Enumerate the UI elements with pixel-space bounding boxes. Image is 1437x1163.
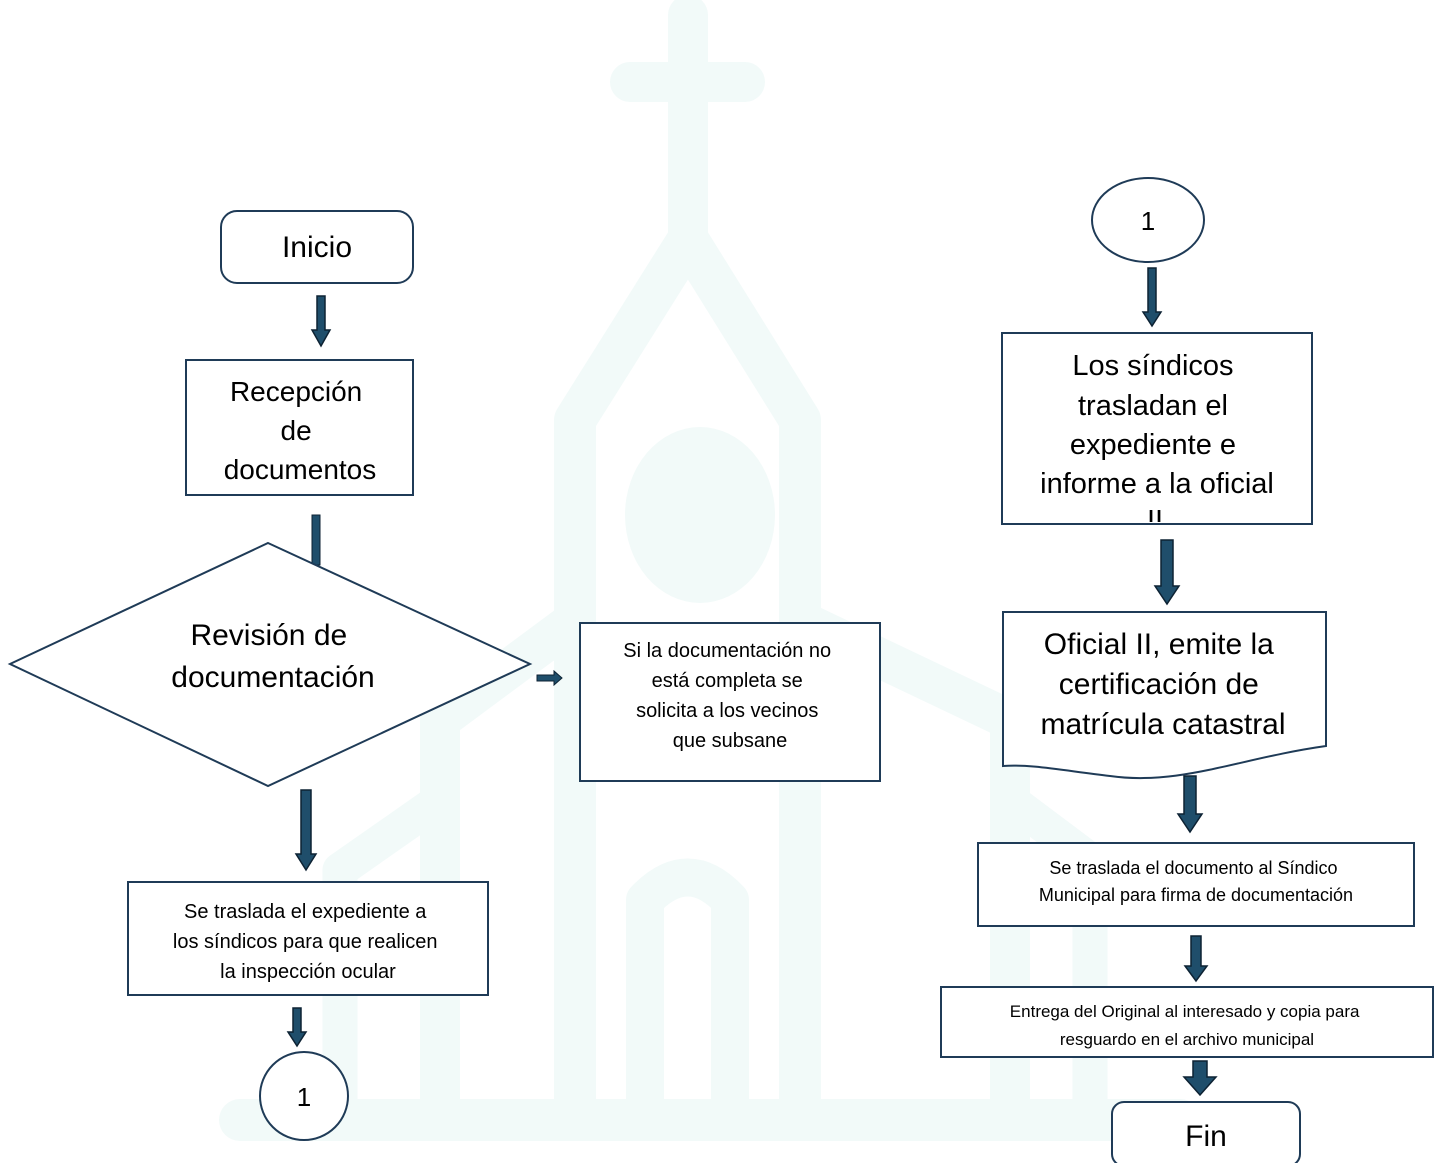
- signature-process-box: Se traslada el documento al Síndico Muni…: [977, 842, 1415, 927]
- transfer-to-syndics-box: Se traslada el expediente a los síndicos…: [127, 881, 489, 996]
- review-line: Revisión de: [190, 619, 347, 652]
- incomplete-note-line: está completa se: [652, 670, 803, 692]
- review-decision-diamond: Revisión de documentación: [7, 541, 533, 788]
- signature-line: Municipal para firma de documentación: [1039, 885, 1353, 905]
- connector-line: [311, 514, 321, 566]
- svg-text:Entrega del Original al intere: Entrega del Original al interesado y cop…: [1010, 1002, 1364, 1049]
- svg-text:Revisión de documentació: Revisión de documentación: [171, 619, 374, 694]
- arrow-down-icon: [1141, 267, 1163, 328]
- arrow-down-icon: [310, 295, 332, 348]
- arrow-right-icon: [536, 669, 563, 687]
- transfer-line: Se traslada el expediente a: [184, 901, 427, 923]
- end-label: Fin: [1185, 1120, 1227, 1153]
- incomplete-note-line: que subsane: [673, 730, 788, 752]
- incomplete-note-line: solicita a los vecinos: [636, 700, 818, 722]
- syndics-report-box: Los síndicos trasladan el expediente e i…: [1001, 332, 1313, 537]
- delivery-process-box: Entrega del Original al interesado y cop…: [940, 986, 1434, 1058]
- syndics-report-line: Los síndicos: [1072, 350, 1233, 382]
- start-terminator: Inicio: [220, 210, 414, 284]
- review-line: documentación: [171, 661, 374, 694]
- syndics-report-line: informe a la oficial: [1040, 468, 1274, 500]
- transfer-line: la inspección ocular: [220, 961, 396, 983]
- svg-text:Se traslada el documento al Sí: Se traslada el documento al Síndico Muni…: [1039, 858, 1353, 905]
- arrow-down-icon: [1153, 539, 1181, 606]
- reception-line: documentos: [224, 454, 377, 485]
- reception-line: Recepción: [230, 376, 362, 407]
- certification-line: matrícula catastral: [1040, 708, 1285, 741]
- off-page-connector-out: 1: [259, 1051, 349, 1141]
- arrow-down-icon: [1183, 935, 1209, 983]
- arrow-down-icon: [286, 1007, 308, 1048]
- signature-line: Se traslada el documento al Síndico: [1049, 858, 1337, 878]
- svg-text:Oficial II, emite la cer: Oficial II, emite la certificación de ma…: [1040, 628, 1285, 741]
- connector-out-label: 1: [297, 1082, 311, 1112]
- svg-text:Recepción de docum: Recepción de documentos: [224, 376, 377, 485]
- arrow-down-icon: [1182, 1060, 1218, 1097]
- start-label: Inicio: [282, 231, 352, 264]
- svg-text:Se traslada el expediente a: Se traslada el expediente a los síndicos…: [173, 901, 443, 983]
- off-page-connector-in: 1: [1091, 177, 1205, 263]
- arrow-down-icon: [294, 789, 318, 872]
- syndics-report-line: expediente e: [1070, 429, 1236, 461]
- certification-document-shape: Oficial II, emite la certificación de ma…: [1002, 611, 1327, 780]
- reception-line: de: [281, 415, 312, 446]
- connector-in-label: 1: [1141, 206, 1155, 236]
- svg-text:Los síndicos trasladan e: Los síndicos trasladan el expediente e i…: [1040, 350, 1274, 500]
- delivery-line: resguardo en el archivo municipal: [1060, 1030, 1314, 1049]
- end-terminator: Fin: [1111, 1101, 1301, 1163]
- delivery-line: Entrega del Original al interesado y cop…: [1010, 1002, 1360, 1021]
- arrow-down-icon: [1176, 775, 1204, 834]
- church-window-shape: [625, 427, 775, 603]
- incomplete-note-line: Si la documentación no: [623, 640, 831, 662]
- incomplete-documentation-box: Si la documentación no está completa se …: [579, 622, 881, 782]
- syndics-report-clipped-line: II: [1147, 505, 1163, 537]
- transfer-line: los síndicos para que realicen: [173, 931, 438, 953]
- certification-line: certificación de: [1059, 668, 1259, 701]
- reception-process-box: Recepción de documentos: [185, 359, 414, 496]
- svg-text:Si la documentación no e: Si la documentación no está completa se …: [623, 640, 836, 752]
- certification-line: Oficial II, emite la: [1044, 628, 1274, 661]
- syndics-report-line: trasladan el: [1078, 390, 1228, 422]
